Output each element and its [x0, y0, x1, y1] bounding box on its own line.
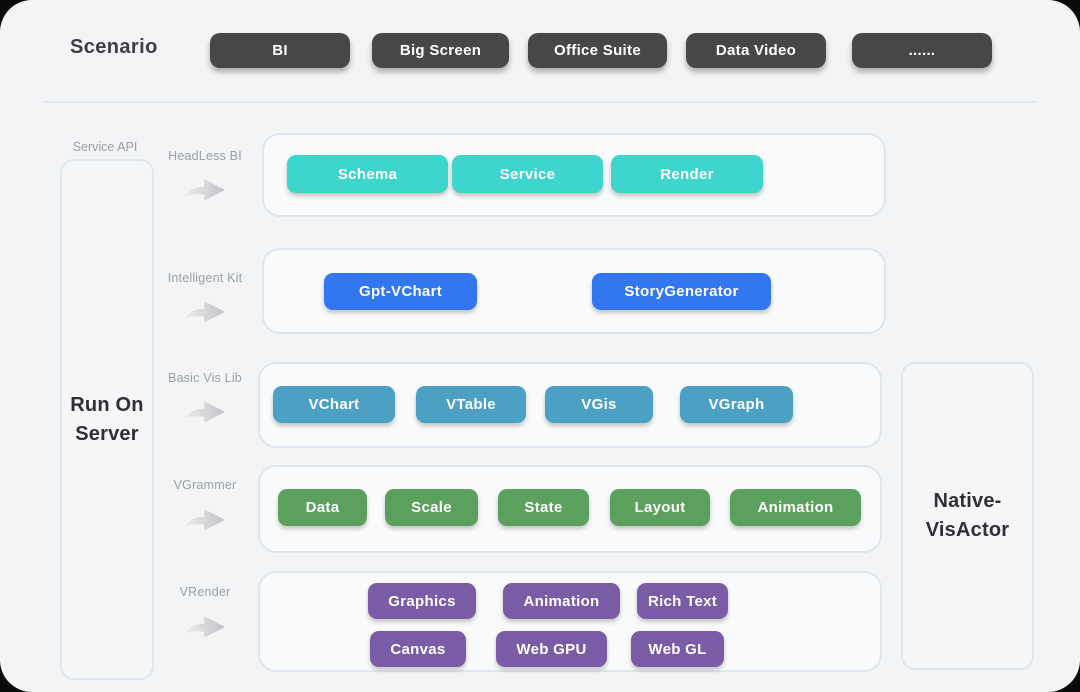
scenario-chip-office-suite: Office Suite	[528, 33, 667, 68]
row-label-intelligent-kit: Intelligent Kit	[167, 271, 243, 285]
row-label-vgrammer: VGrammer	[173, 478, 237, 492]
scenario-chip-bi: BI	[210, 33, 350, 68]
node-service: Service	[452, 155, 603, 193]
arrow-right-icon	[183, 616, 225, 638]
node-vtable: VTable	[416, 386, 526, 423]
node-render: Render	[611, 155, 763, 193]
node-data: Data	[278, 489, 367, 526]
node-layout: Layout	[610, 489, 710, 526]
node-state: State	[498, 489, 589, 526]
node-web-gpu: Web GPU	[496, 631, 607, 667]
service-api-label: Service API	[72, 140, 138, 154]
node-gpt-vchart: Gpt-VChart	[324, 273, 477, 310]
native-visactor-label: Native- VisActor	[925, 490, 1010, 541]
row-label-vrender: VRender	[179, 585, 231, 599]
node-scale: Scale	[385, 489, 478, 526]
scenario-chip-data-video: Data Video	[686, 33, 826, 68]
node-rich-text: Rich Text	[637, 583, 728, 619]
node-vgraph: VGraph	[680, 386, 793, 423]
node-story-generator: StoryGenerator	[592, 273, 771, 310]
row-label-headless-bi: HeadLess BI	[168, 149, 242, 163]
scenario-title: Scenario	[70, 36, 158, 58]
header-divider	[44, 101, 1036, 103]
node-vgis: VGis	[545, 386, 653, 423]
run-on-server-box: Run On Server	[60, 159, 154, 680]
node-canvas: Canvas	[370, 631, 466, 667]
node-animation-vrender: Animation	[503, 583, 620, 619]
arrow-right-icon	[183, 301, 225, 323]
arrow-right-icon	[183, 401, 225, 423]
scenario-chip-big-screen: Big Screen	[372, 33, 509, 68]
node-animation-vgrammer: Animation	[730, 489, 861, 526]
node-web-gl: Web GL	[631, 631, 724, 667]
arrow-right-icon	[183, 179, 225, 201]
scenario-chip-more: ......	[852, 33, 992, 68]
native-visactor-box: Native- VisActor	[901, 362, 1034, 670]
node-schema: Schema	[287, 155, 448, 193]
node-graphics: Graphics	[368, 583, 476, 619]
node-vchart: VChart	[273, 386, 395, 423]
row-label-basic-vis-lib: Basic Vis Lib	[168, 371, 242, 385]
arrow-right-icon	[183, 509, 225, 531]
run-on-server-label: Run On Server	[70, 393, 144, 445]
